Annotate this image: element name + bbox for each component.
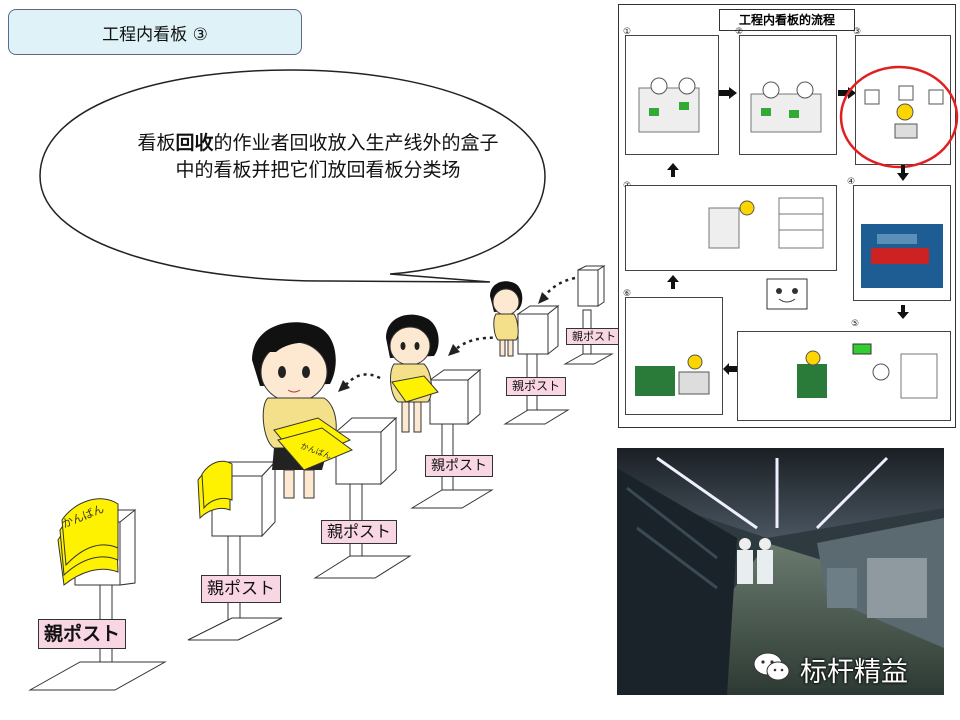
worker-large: かんばん (252, 322, 354, 499)
dotted-arrow-1 (344, 373, 381, 387)
wechat-icon (753, 652, 790, 681)
post-label-1: 親ポスト (38, 619, 127, 649)
step-number-4: ④ (847, 177, 856, 187)
flow-step-2 (739, 35, 837, 155)
flow-step-3 (855, 35, 951, 165)
post-label-3: 親ポスト (321, 520, 398, 544)
flow-step-6 (625, 297, 723, 415)
flow-step-1 (625, 35, 719, 155)
dotted-arrow-3 (542, 276, 576, 299)
speech-bubble (39, 69, 546, 283)
post-label-5: 親ポスト (506, 377, 567, 396)
step-number-3: ③ (853, 27, 862, 37)
kanban-card-stack: かんばん (57, 498, 119, 586)
flow-step-7 (625, 185, 837, 271)
post-label-6: 親ポスト (566, 328, 622, 345)
speech-bubble-text: 看板回收的作业者回收放入生产线外的盒子中的看板并把它们放回看板分类场 (137, 132, 499, 181)
highlight-circle (839, 65, 959, 169)
factory-photo (617, 448, 944, 695)
slide-title: 工程内看板 ③ (8, 9, 302, 55)
worker-medium (386, 314, 439, 433)
step-number-2: ② (735, 27, 744, 37)
watermark-text: 标杆精益 (800, 657, 908, 688)
dotted-arrow-2 (454, 336, 501, 351)
post-label-2: 親ポスト (201, 575, 281, 603)
kanban-flow-chart: 工程内看板的流程 ① ② ③ ⑦ ④ ⑥ ⑤ (618, 4, 959, 428)
post-6 (563, 265, 614, 365)
step-number-6: ⑥ (623, 289, 632, 299)
mascot-icon (766, 278, 808, 310)
post-label-4: 親ポスト (425, 455, 493, 477)
worker-small (490, 281, 523, 357)
flow-step-4 (853, 185, 951, 301)
kanban-collection-scene: かんばん かんばん (28, 69, 614, 691)
flow-step-5 (737, 331, 951, 421)
step-number-5: ⑤ (851, 319, 860, 329)
kanban-card-post2 (197, 460, 233, 520)
step-number-1: ① (623, 27, 632, 37)
flow-title: 工程内看板的流程 (719, 9, 855, 31)
